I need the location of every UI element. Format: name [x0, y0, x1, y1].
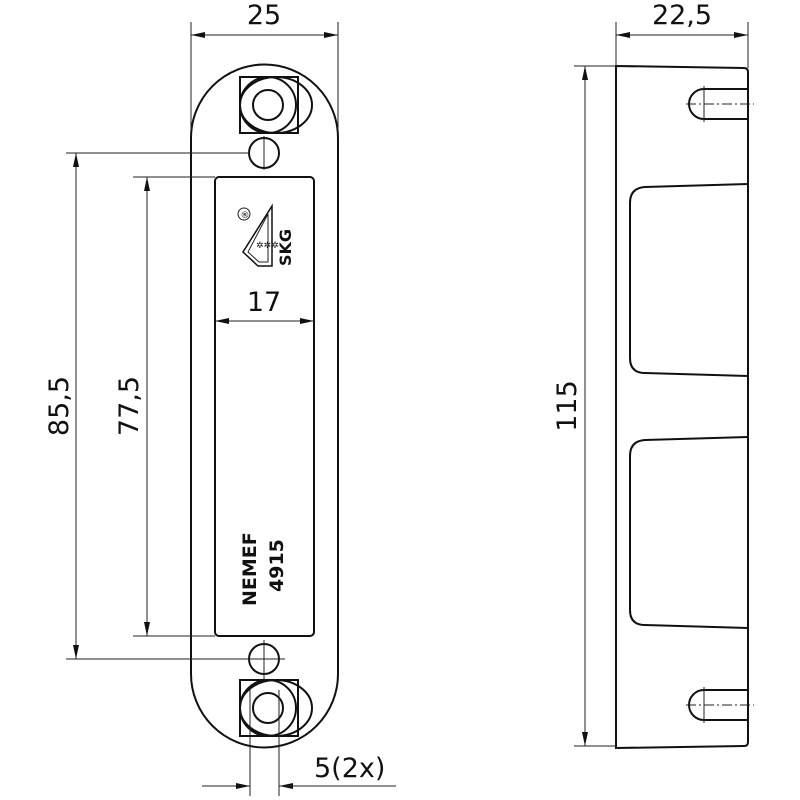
model-label: 4915: [266, 539, 288, 592]
skg-logo: ✲✲✲ ® SKG: [237, 203, 295, 267]
front-view: ✲✲✲ ® SKG NEMEF 4915: [190, 63, 339, 749]
registered-mark: ®: [241, 211, 250, 221]
top-screw-hole-inner: [252, 89, 284, 121]
label-plate: [214, 176, 315, 637]
side-dimensions: 22,5 115: [552, 0, 749, 747]
dim-plate-width: 25: [247, 0, 281, 31]
dim-overall-height: 115: [552, 380, 583, 432]
brand-label: NEMEF: [239, 532, 261, 606]
top-screw-hole-outer: [239, 76, 297, 134]
front-dimensions: 25 85,5 77,5 17 5(2x): [44, 0, 396, 796]
svg-text:✲✲✲: ✲✲✲: [256, 241, 279, 251]
dim-hole-diameter: 5(2x): [314, 753, 385, 784]
dim-side-depth: 22,5: [652, 0, 712, 31]
lower-cutout: [629, 436, 749, 629]
top-screw-counterbore: [239, 76, 313, 134]
dim-label-height: 77,5: [114, 376, 145, 436]
upper-cutout: [629, 183, 749, 377]
skg-text: SKG: [276, 229, 295, 266]
dim-label-width: 17: [247, 287, 281, 318]
side-view: [615, 64, 754, 750]
plate-outline: [190, 63, 339, 749]
dim-hole-spacing: 85,5: [44, 376, 75, 436]
side-outline: [615, 64, 749, 750]
